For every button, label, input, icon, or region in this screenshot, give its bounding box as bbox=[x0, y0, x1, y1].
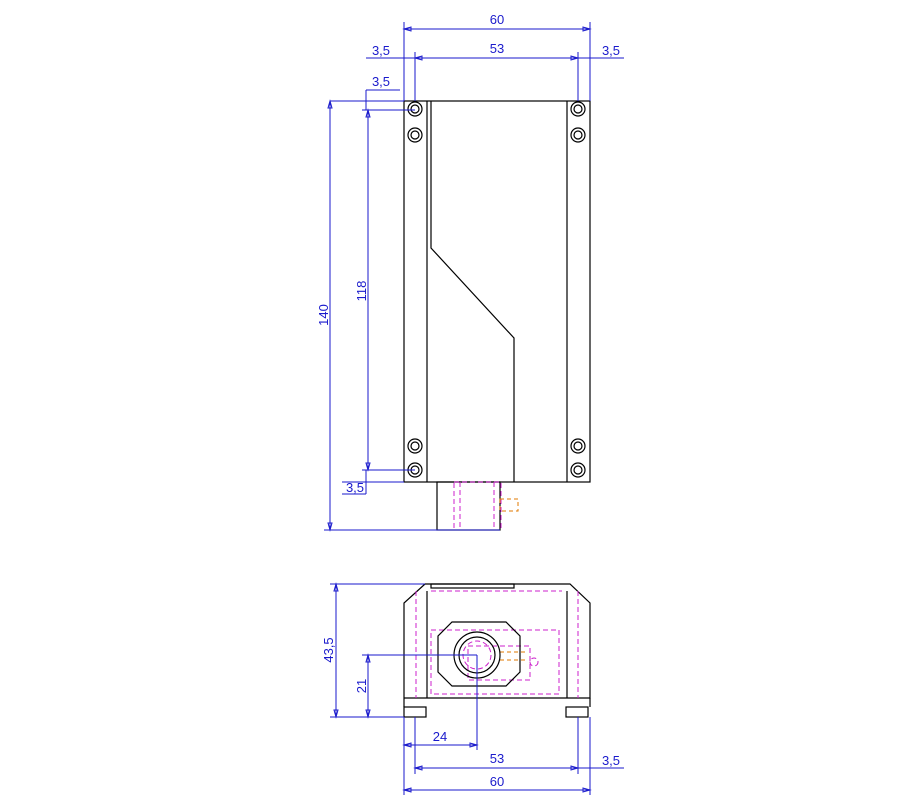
housing-outline bbox=[403, 100, 591, 483]
dim-hole-spacing-width: 53 bbox=[366, 41, 624, 101]
dim-left-margin: 3,5 bbox=[372, 43, 390, 58]
svg-text:21: 21 bbox=[354, 679, 369, 693]
svg-text:118: 118 bbox=[354, 281, 369, 302]
dim-front-overall-width: 60 bbox=[402, 717, 592, 795]
connector-hidden-pin bbox=[499, 498, 519, 512]
connector-body bbox=[436, 481, 501, 531]
left-foot bbox=[403, 706, 427, 718]
front-housing-outline bbox=[403, 583, 591, 699]
mounting-hole-left-2 bbox=[407, 127, 423, 143]
dim-optical-axis-offset: 24 bbox=[402, 655, 479, 755]
svg-text:3,5: 3,5 bbox=[602, 753, 620, 768]
mounting-hole-right-3 bbox=[570, 438, 586, 454]
lens-mount-octagon bbox=[437, 621, 521, 687]
svg-text:53: 53 bbox=[490, 751, 504, 766]
right-foot bbox=[565, 706, 589, 718]
dim-top-margin: 3,5 bbox=[330, 74, 415, 111]
mounting-hole-bottom-right bbox=[570, 462, 586, 478]
mounting-hole-top-right bbox=[570, 101, 586, 117]
top-ridge bbox=[430, 583, 515, 589]
dim-right-margin: 3,5 bbox=[602, 43, 620, 58]
mounting-hole-right-2 bbox=[570, 127, 586, 143]
dim-bottom-margin: 3,5 bbox=[342, 470, 404, 495]
svg-text:3,5: 3,5 bbox=[346, 480, 364, 495]
svg-text:24: 24 bbox=[433, 729, 447, 744]
svg-text:53: 53 bbox=[490, 41, 504, 56]
svg-text:3,5: 3,5 bbox=[372, 74, 390, 89]
dim-overall-width: 60 bbox=[402, 12, 592, 101]
dim-optical-axis-height: 21 bbox=[354, 653, 477, 719]
svg-text:140: 140 bbox=[316, 304, 331, 326]
svg-text:60: 60 bbox=[490, 774, 504, 789]
svg-text:43,5: 43,5 bbox=[321, 637, 336, 662]
dim-height: 43,5 bbox=[321, 582, 425, 719]
dim-hole-spacing-length: 118 bbox=[354, 108, 415, 472]
dim-overall-length: 140 bbox=[316, 99, 500, 532]
hidden-inner-cavity bbox=[430, 629, 560, 695]
mounting-hole-left-3 bbox=[407, 438, 423, 454]
svg-text:60: 60 bbox=[490, 12, 504, 27]
front-view: 43,5 21 24 53 3,5 bbox=[321, 582, 624, 795]
mounting-hole-top-left bbox=[407, 101, 423, 117]
top-view: 60 53 3,5 3,5 3,5 118 bbox=[316, 12, 624, 532]
internal-contour bbox=[430, 101, 515, 482]
dim-front-hole-spacing: 53 3,5 bbox=[413, 717, 624, 774]
